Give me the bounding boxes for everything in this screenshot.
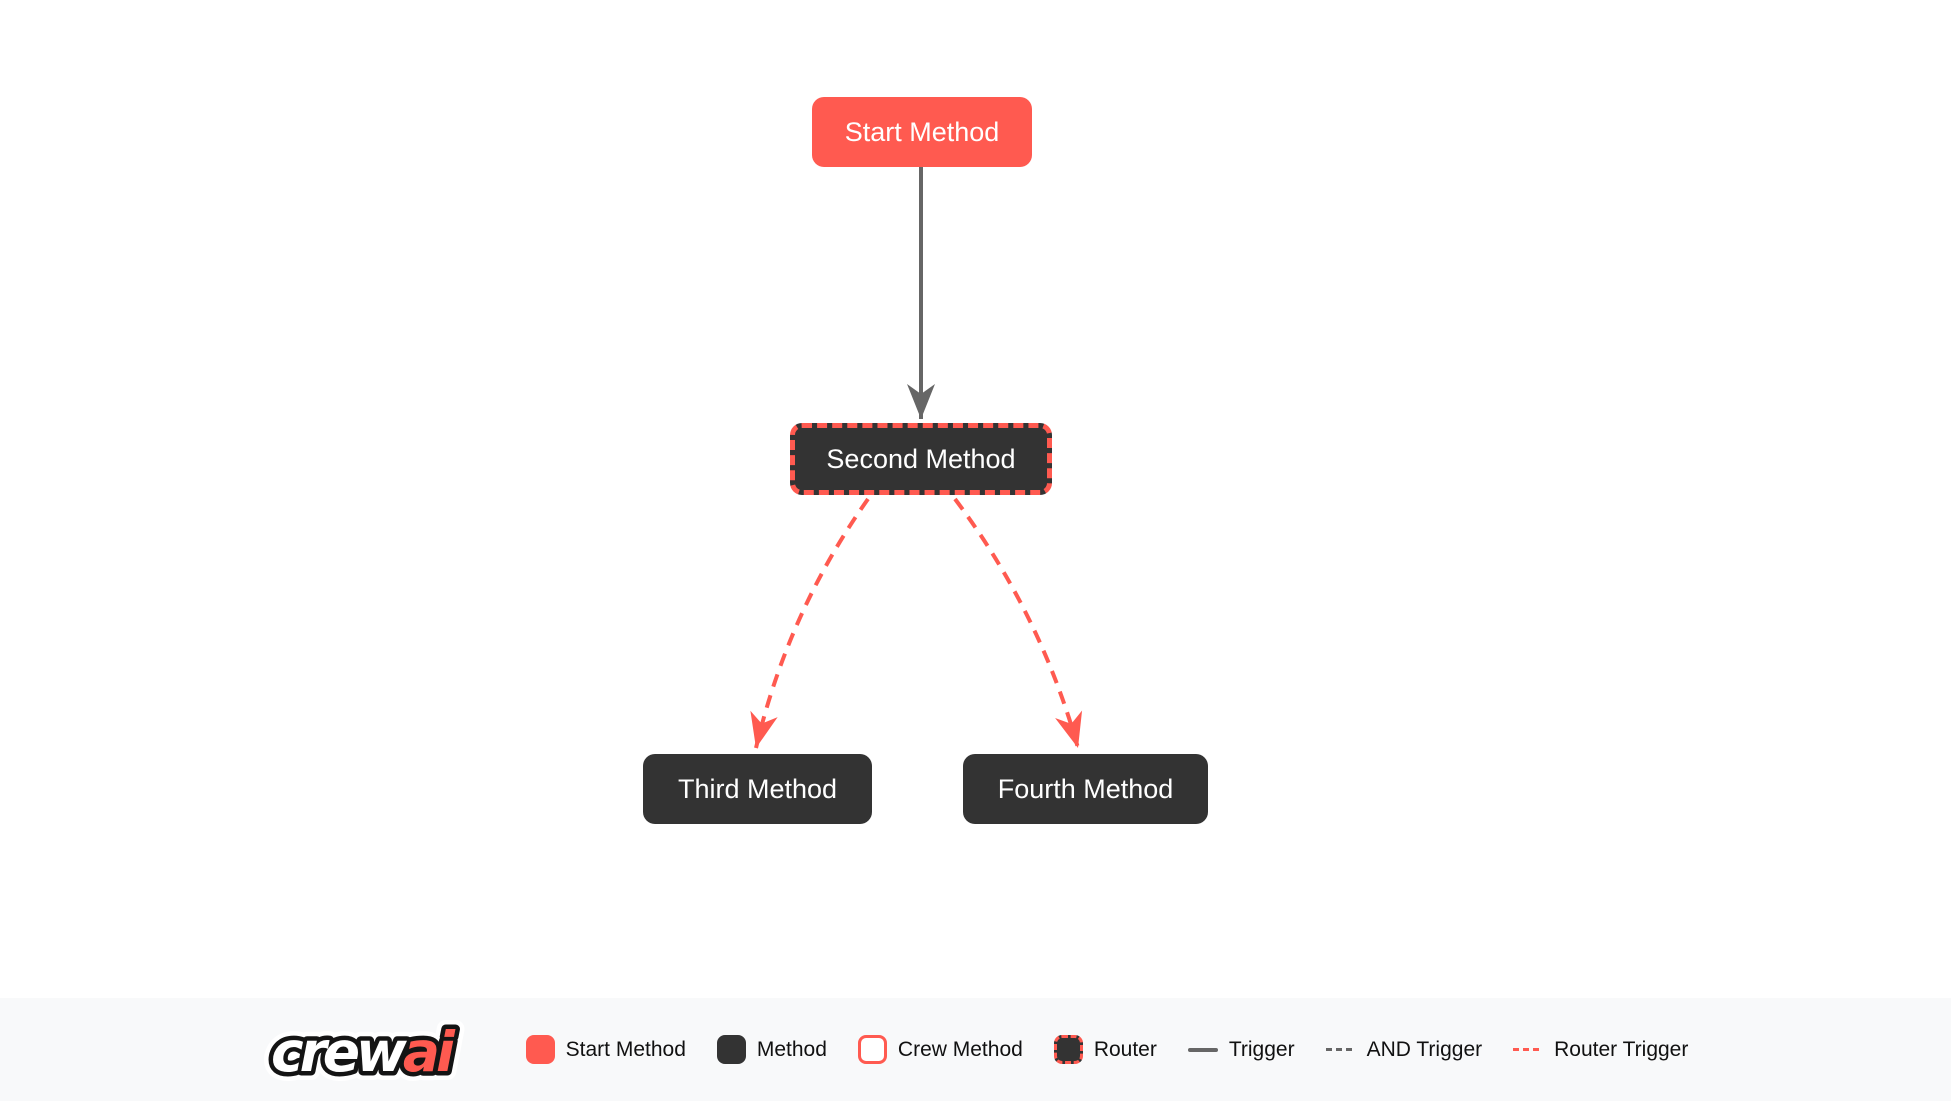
legend-label: Trigger	[1228, 1037, 1295, 1061]
legend-item-and-trigger: AND Trigger	[1325, 1037, 1483, 1062]
method-swatch-icon	[716, 1035, 746, 1064]
legend-label: Crew Method	[897, 1037, 1023, 1061]
router-trigger-line-icon	[1513, 1048, 1544, 1051]
legend-bar: crewai crewai crewai Start Method Method…	[0, 998, 1951, 1101]
trigger-line-icon	[1187, 1047, 1218, 1052]
crewai-logo-icon: crewai crewai crewai	[263, 1011, 469, 1089]
logo-text: crewai	[271, 1020, 456, 1084]
legend-item-crew-method: Crew Method	[857, 1035, 1023, 1064]
legend-item-start-method: Start Method	[525, 1035, 686, 1064]
node-second-method[interactable]: Second Method	[790, 423, 1052, 495]
crew-method-swatch-icon	[857, 1035, 887, 1064]
legend-label: Router Trigger	[1554, 1037, 1689, 1061]
legend-label: AND Trigger	[1366, 1037, 1483, 1061]
node-fourth-method[interactable]: Fourth Method	[963, 754, 1208, 824]
legend-item-router-trigger: Router Trigger	[1513, 1038, 1688, 1062]
legend-item-method: Method	[716, 1035, 827, 1064]
legend-item-router: Router	[1053, 1035, 1157, 1064]
edge-router-trigger-second-to-fourth	[953, 497, 1083, 749]
node-start-method[interactable]: Start Method	[812, 97, 1032, 167]
legend-label: Start Method	[565, 1037, 686, 1061]
legend-label: Method	[756, 1037, 827, 1061]
and-trigger-line-icon	[1325, 1048, 1356, 1051]
node-third-method[interactable]: Third Method	[643, 754, 872, 824]
edge-router-trigger-second-to-third	[750, 497, 870, 749]
logo-halo: crewai	[271, 1020, 456, 1084]
legend-label: Router	[1093, 1037, 1157, 1061]
router-swatch-icon	[1053, 1035, 1083, 1064]
start-method-swatch-icon	[525, 1035, 555, 1064]
legend-item-trigger: Trigger	[1187, 1037, 1295, 1062]
